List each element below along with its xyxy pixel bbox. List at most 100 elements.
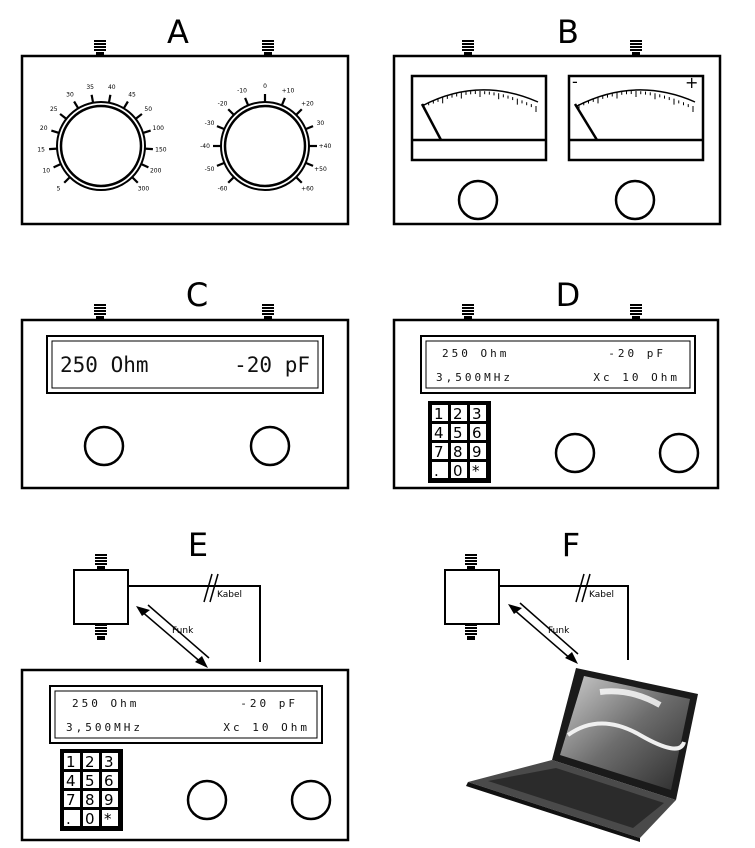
dial-tick-label: 5 bbox=[57, 185, 61, 192]
dial-tick-label: 25 bbox=[50, 106, 58, 113]
keypad-key[interactable] bbox=[64, 810, 80, 826]
connector-icon bbox=[465, 554, 477, 570]
laptop-icon bbox=[466, 668, 698, 842]
dial-tick-label: -20 bbox=[218, 101, 228, 108]
dial-tick bbox=[63, 176, 71, 184]
keypad-key[interactable] bbox=[432, 462, 448, 478]
dial-tick bbox=[140, 163, 149, 169]
panel-c-label: C bbox=[186, 276, 208, 314]
keypad-key[interactable] bbox=[470, 424, 486, 440]
keypad-key[interactable] bbox=[451, 443, 467, 459]
keypad-key[interactable] bbox=[432, 443, 448, 459]
dial-tick bbox=[59, 113, 68, 120]
dial-tick-label: 40 bbox=[108, 84, 116, 91]
knob-right[interactable] bbox=[658, 432, 700, 474]
keypad-key[interactable] bbox=[451, 462, 467, 478]
panel-a-label: A bbox=[167, 13, 189, 51]
dial-tick-label: 300 bbox=[138, 185, 150, 192]
meter-frame bbox=[567, 74, 705, 162]
keypad-key[interactable] bbox=[64, 753, 80, 769]
dial-tick bbox=[134, 113, 143, 120]
dial-tick bbox=[73, 100, 80, 109]
keypad-key[interactable] bbox=[470, 462, 486, 478]
keypad-key[interactable] bbox=[64, 791, 80, 807]
cable-break-mark bbox=[575, 573, 585, 603]
keypad-key[interactable] bbox=[83, 753, 99, 769]
dial-tick-label: -10 bbox=[237, 88, 247, 95]
dial-tick-label: +10 bbox=[282, 88, 295, 95]
connector-icon bbox=[94, 40, 106, 56]
keypad-key-label: 2 bbox=[85, 753, 95, 771]
keypad-key[interactable] bbox=[432, 405, 448, 421]
keypad-key-label: 1 bbox=[66, 753, 76, 771]
keypad-key-label: 7 bbox=[66, 791, 76, 809]
dial-tick-label: 150 bbox=[155, 147, 167, 154]
keypad-key[interactable] bbox=[83, 810, 99, 826]
connector-icon bbox=[95, 624, 107, 640]
keypad-key[interactable] bbox=[470, 443, 486, 459]
knob-left[interactable] bbox=[457, 179, 499, 221]
connector-icon bbox=[462, 40, 474, 56]
lcd-frequency-value: 3,500MHz bbox=[436, 371, 513, 384]
knob-left[interactable] bbox=[554, 432, 596, 474]
keypad-key-label: 0 bbox=[453, 462, 463, 480]
panel-f: F Kabel Funk bbox=[444, 526, 698, 842]
dial-tick-label: -60 bbox=[218, 185, 228, 192]
keypad-key-label: 9 bbox=[472, 443, 482, 461]
knob-right[interactable] bbox=[290, 779, 332, 821]
lcd-capacitance-value: -20 pF bbox=[234, 353, 310, 377]
panel-c: C 250 Ohm -20 pF bbox=[20, 276, 350, 490]
dial-tick-label: 20 bbox=[40, 125, 48, 132]
keypad-key[interactable] bbox=[451, 405, 467, 421]
keypad-key[interactable] bbox=[102, 772, 118, 788]
dial-tick-label: +60 bbox=[301, 185, 314, 192]
dial-tick bbox=[227, 176, 235, 184]
meter-plus-label: + bbox=[685, 73, 698, 92]
lcd-display bbox=[425, 340, 691, 389]
keypad-key-label: 3 bbox=[472, 405, 482, 423]
knob-right[interactable] bbox=[249, 425, 291, 467]
knob-left[interactable] bbox=[83, 425, 125, 467]
dial-tick bbox=[122, 100, 129, 109]
keypad-key[interactable] bbox=[83, 772, 99, 788]
dial-tick-label: -40 bbox=[200, 143, 210, 150]
dial-tick bbox=[305, 161, 314, 167]
cable-label: Kabel bbox=[217, 590, 242, 600]
meter-needle bbox=[420, 103, 443, 141]
keypad-key-label: 6 bbox=[472, 424, 482, 442]
dial-tick-label: 30 bbox=[317, 120, 325, 127]
keypad-key-label: * bbox=[472, 462, 480, 480]
lcd-reactance-value: Xc 10 Ohm bbox=[593, 371, 680, 384]
radio-label: Funk bbox=[548, 626, 570, 636]
connector-icon bbox=[630, 40, 642, 56]
connector-icon bbox=[630, 304, 642, 320]
keypad-key[interactable] bbox=[64, 772, 80, 788]
lcd-display bbox=[51, 340, 319, 389]
dial-tick-label: -50 bbox=[205, 166, 215, 173]
keypad-key[interactable] bbox=[470, 405, 486, 421]
keypad-key[interactable] bbox=[102, 753, 118, 769]
connector-icon bbox=[262, 40, 274, 56]
keypad-key[interactable] bbox=[102, 791, 118, 807]
meter-minus-label: - bbox=[572, 72, 578, 91]
dial-tick-label: 45 bbox=[128, 92, 136, 99]
meter-frame bbox=[410, 74, 548, 162]
keypad-key[interactable] bbox=[451, 424, 467, 440]
dial-tick-label: 30 bbox=[66, 92, 74, 99]
dial-tick bbox=[244, 97, 250, 106]
panel-b-label: B bbox=[557, 13, 579, 51]
cable-line bbox=[128, 585, 261, 662]
knob-left[interactable] bbox=[186, 779, 228, 821]
keypad-key-label: 5 bbox=[85, 772, 95, 790]
keypad-key[interactable] bbox=[83, 791, 99, 807]
cable-break-mark bbox=[203, 573, 213, 603]
meter-scale bbox=[421, 89, 539, 107]
keypad-key[interactable] bbox=[102, 810, 118, 826]
knob-right[interactable] bbox=[614, 179, 656, 221]
dial-tick bbox=[295, 108, 303, 116]
keypad-key[interactable] bbox=[432, 424, 448, 440]
